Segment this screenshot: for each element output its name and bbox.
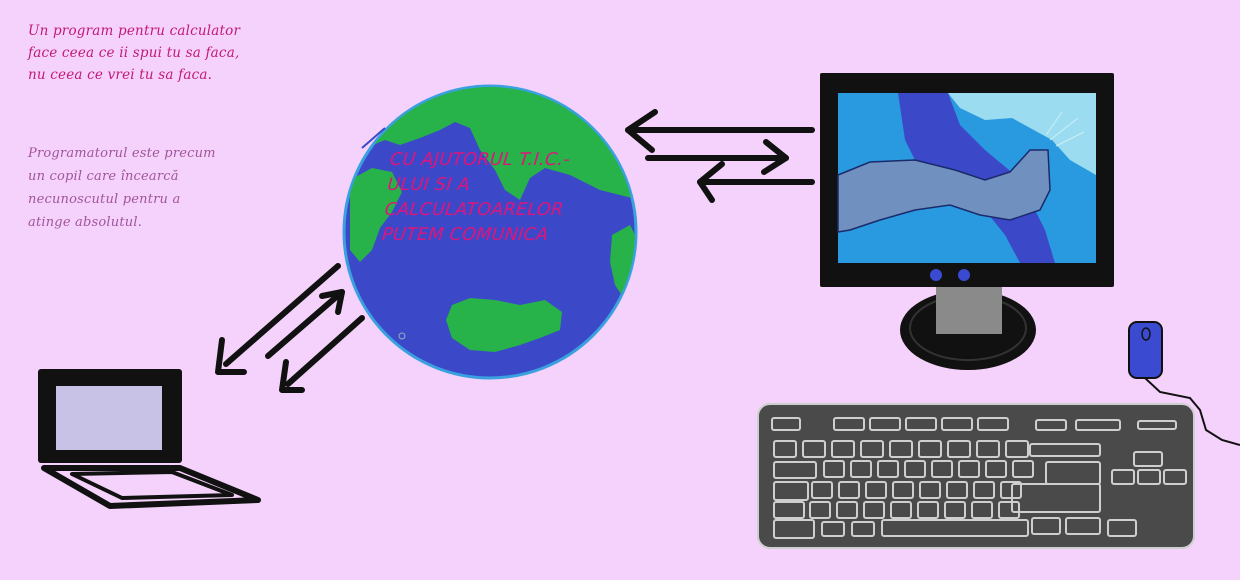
- keyboard-key: [773, 461, 817, 479]
- keyboard-key: [1012, 460, 1034, 478]
- keyboard-key: [1133, 451, 1163, 467]
- keyboard-key: [919, 481, 941, 499]
- keyboard-key: [869, 417, 901, 431]
- keyboard-key: [851, 521, 875, 537]
- keyboard-key: [976, 440, 1000, 458]
- keyboard-key: [958, 460, 980, 478]
- bidirectional-arrow-icon: [215, 263, 365, 393]
- keyboard-key: [1029, 443, 1101, 457]
- keyboard-key: [1111, 469, 1135, 485]
- keyboard-key: [838, 481, 860, 499]
- keyboard-key: [1065, 517, 1101, 535]
- keyboard-key: [1035, 419, 1067, 431]
- keyboard-key: [823, 460, 845, 478]
- bidirectional-arrow-icon: [625, 109, 815, 203]
- keyboard-key: [811, 481, 833, 499]
- keyboard-key: [905, 417, 937, 431]
- keyboard-key: [977, 417, 1009, 431]
- keyboard-key: [860, 440, 884, 458]
- keyboard-key: [931, 460, 953, 478]
- keyboard-key: [1011, 483, 1101, 513]
- keyboard-key: [881, 519, 1029, 537]
- keyboard-key: [821, 521, 845, 537]
- quote-program: Un program pentru calculator face ceea c…: [28, 23, 241, 83]
- keyboard-key: [773, 519, 815, 539]
- keyboard-key: [998, 501, 1020, 519]
- keyboard-key: [944, 501, 966, 519]
- keyboard-key: [773, 440, 797, 458]
- keyboard-key: [1107, 519, 1137, 537]
- laptop-icon: [38, 369, 261, 509]
- quote-programmer: Programatorul este precum un copil care …: [28, 146, 216, 230]
- keyboard-key: [831, 440, 855, 458]
- keyboard-key: [773, 481, 809, 501]
- keyboard-key: [1137, 469, 1161, 485]
- keyboard-key: [836, 501, 858, 519]
- mouse-icon: [1128, 321, 1240, 446]
- desktop-monitor-icon: [820, 73, 1114, 370]
- globe-caption: CU AJUTORUL T.I.C.- ULUI SI A CALCULATOA…: [381, 150, 572, 245]
- keyboard-key: [865, 481, 887, 499]
- keyboard-key: [877, 460, 899, 478]
- keyboard-key: [1075, 419, 1121, 431]
- keyboard-key: [771, 417, 801, 431]
- keyboard-key: [890, 501, 912, 519]
- keyboard-key: [802, 440, 826, 458]
- keyboard-key: [1005, 440, 1029, 458]
- keyboard-key: [892, 481, 914, 499]
- keyboard-key: [833, 417, 865, 431]
- keyboard-key: [947, 440, 971, 458]
- keyboard-key: [971, 501, 993, 519]
- keyboard-key: [941, 417, 973, 431]
- keyboard-key: [1031, 517, 1061, 535]
- keyboard-key: [809, 501, 831, 519]
- globe-icon: [342, 84, 638, 380]
- keyboard-key: [850, 460, 872, 478]
- keyboard-key: [918, 440, 942, 458]
- keyboard-key: [946, 481, 968, 499]
- keyboard-key: [1137, 420, 1177, 430]
- keyboard-key: [773, 501, 805, 519]
- keyboard-key: [973, 481, 995, 499]
- keyboard-key: [863, 501, 885, 519]
- keyboard-key: [1163, 469, 1187, 485]
- keyboard-key: [889, 440, 913, 458]
- keyboard-key: [904, 460, 926, 478]
- keyboard-key: [985, 460, 1007, 478]
- keyboard-icon: [757, 403, 1195, 549]
- keyboard-key: [917, 501, 939, 519]
